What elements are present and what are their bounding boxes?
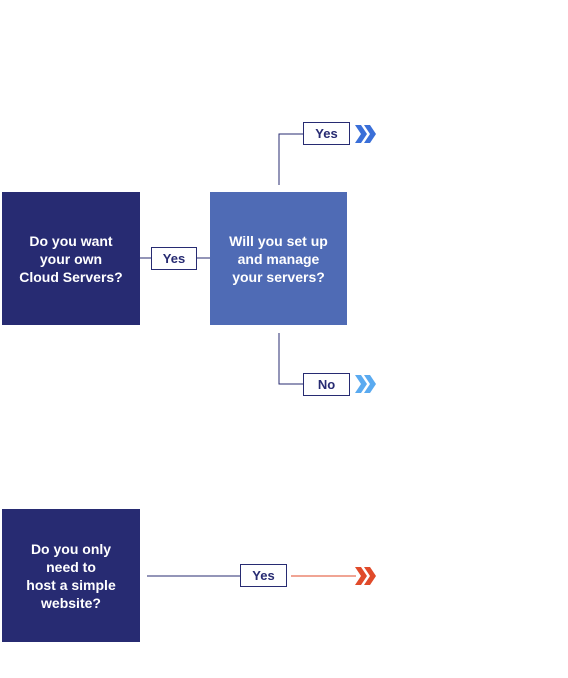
answer-label-yes-q2: Yes [303, 122, 350, 145]
answer-label-no-q2: No [303, 373, 350, 396]
answer-label-yes-q3: Yes [240, 564, 287, 587]
double-chevron-right-icon [355, 375, 376, 393]
double-chevron-right-icon [355, 567, 376, 585]
connector-q2-no [278, 333, 304, 385]
question-box-simple-website: Do you only need to host a simple websit… [2, 509, 140, 642]
connector-q2-yes [278, 133, 304, 185]
double-chevron-right-icon [355, 125, 376, 143]
question-box-manage-servers: Will you set up and manage your servers? [210, 192, 347, 325]
question-box-cloud-servers: Do you want your own Cloud Servers? [2, 192, 140, 325]
answer-label-yes-q1: Yes [151, 247, 197, 270]
